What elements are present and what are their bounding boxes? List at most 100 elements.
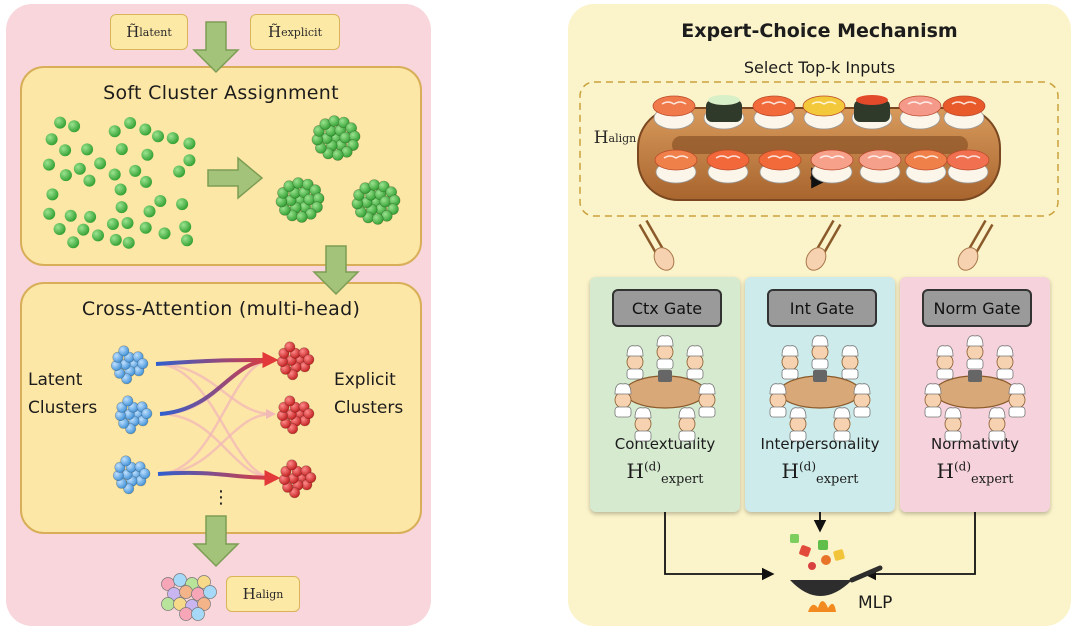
green-point [140,175,152,188]
cluster-point [141,408,153,420]
cluster-point [287,423,299,435]
cluster-point [286,459,298,471]
green-point [139,221,152,234]
attention-arrow-strong [159,352,279,416]
green-point [152,130,164,143]
green-point [94,157,107,170]
mixed-point [179,585,193,599]
down-arrow-to-cross [312,245,360,296]
cluster-point [289,487,301,499]
sushi-item [802,95,846,130]
sushi-item [703,95,745,130]
green-point [183,137,196,150]
green-point [114,183,127,196]
green-point [43,207,56,220]
green-point [158,227,171,240]
mixed-point [197,575,211,589]
expert-formula: H(d)expert [900,459,1050,487]
green-point [68,120,81,133]
mixed-point [173,573,187,587]
select-topk-subtitle: Select Top-k Inputs [743,58,896,77]
cluster-point [303,354,315,366]
latent-cluster [110,345,149,385]
green-point [141,148,154,161]
mixed-point [179,607,193,621]
cluster-point [368,179,381,191]
ctx-gate-button[interactable]: Ctx Gate [612,289,722,327]
expert-name: Normativity [931,435,1019,453]
green-point [73,162,86,175]
chopsticks-icon [957,219,994,271]
green-point [179,220,192,233]
right-arrow-cluster [207,156,264,200]
down-arrow-output [192,515,240,568]
int-gate-button[interactable]: Int Gate [767,289,877,327]
green-point [54,116,67,129]
sushi-item [758,149,802,184]
chopsticks-icon [638,219,675,271]
formula-subscript: expert [971,472,1014,487]
expert-card-int: Int Gate Interpersonality H(d)expert [745,277,895,512]
explicit-clusters-label: Explicit Clusters [334,366,403,422]
latent-input-tag: H̃latent [110,14,188,50]
sushi-item [942,95,986,130]
sushi-item [706,149,750,184]
green-point [115,201,128,214]
latent-label-line: Latent [28,370,83,390]
green-point [92,229,104,242]
attention-arrow-faint [155,362,276,419]
cluster-point [122,395,134,407]
green-point [84,210,97,223]
explicit-cluster [276,341,315,381]
attention-arrows [155,352,281,486]
green-point [83,174,96,187]
cluster-point [123,483,135,495]
wok-icon [790,534,883,612]
attention-arrow-faint [157,409,276,476]
green-point [59,144,72,157]
sushi-item [652,95,696,130]
attention-arrow-faint [157,355,276,476]
green-point [129,164,142,177]
tag-symbol: H [242,585,256,603]
attention-arrow-faint [155,362,278,483]
explicit-label-line: Explicit [334,370,396,390]
formula-symbol: H [936,459,954,483]
aligned-mixed-cluster [161,573,217,621]
green-point [181,234,193,247]
latent-label-line: Clusters [28,398,98,418]
sushi-item [810,149,854,184]
cluster-point [118,345,130,357]
green-point [43,158,55,171]
norm-gate-button[interactable]: Norm Gate [922,289,1032,327]
green-point [59,169,72,182]
cluster-point [121,373,133,385]
green-clusters [275,115,401,225]
expert-choice-title: Expert-Choice Mechanism [681,20,958,42]
latent-clusters [110,345,153,495]
green-point [166,132,179,145]
mixed-point [197,597,211,611]
cluster-point [120,455,132,467]
cluster-point [295,211,308,223]
green-point [124,117,137,129]
expert-card-ctx: Ctx Gate Contextuality H(d)expert [590,277,740,512]
tag-symbol: H [593,128,609,148]
norm-to-mlp-line [863,500,976,581]
green-point [64,209,77,222]
expert-name: Interpersonality [760,435,880,453]
green-point [53,223,66,235]
tag-symbol: H̃ [126,23,140,41]
green-point [154,195,167,207]
green-point [122,236,135,249]
green-point [67,236,80,249]
sushi-item [654,149,698,184]
cluster-point [328,115,341,127]
green-point [139,123,152,136]
green-cluster [351,179,401,225]
sushi-item [904,149,948,184]
green-point [108,168,121,181]
cluster-point [292,177,305,189]
mixed-point [191,607,205,621]
attention-arrow-faint [159,412,278,483]
